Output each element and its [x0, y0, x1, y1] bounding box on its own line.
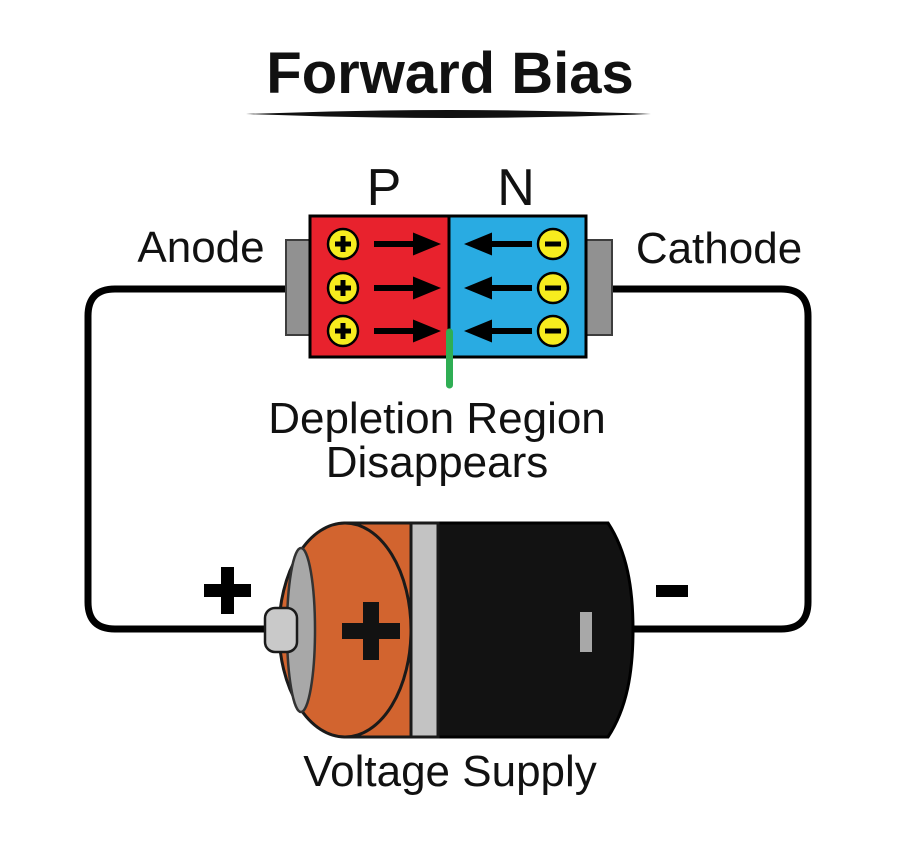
- circuit-wires: [84, 285, 812, 633]
- hole-carrier-row: [326, 271, 441, 305]
- depletion-note-line1: Depletion Region: [268, 394, 606, 443]
- cathode-label: Cathode: [636, 224, 802, 273]
- page-title: Forward Bias: [266, 41, 633, 106]
- depletion-note-line2: Disappears: [326, 438, 549, 487]
- diode-assembly: [285, 214, 613, 389]
- anode-wire: [84, 285, 288, 633]
- hole-carrier-row: [326, 227, 441, 261]
- cathode-wire: [610, 285, 812, 633]
- battery-caption: Voltage Supply: [303, 747, 597, 796]
- title-underline: [246, 110, 651, 118]
- n-region-label: N: [497, 159, 535, 217]
- electron-carrier-row: [464, 271, 570, 305]
- battery-negative-body: [435, 521, 635, 739]
- electron-carrier-row: [464, 314, 570, 348]
- cathode-electrode: [584, 239, 613, 336]
- electron-carrier-row: [464, 227, 570, 261]
- battery-minus-icon: [580, 612, 592, 652]
- hole-carrier-row: [326, 314, 441, 348]
- p-carriers-and-arrows: [326, 227, 441, 348]
- p-region-label: P: [367, 159, 402, 217]
- anode-electrode: [285, 239, 313, 336]
- circuit-negative-sign: [656, 585, 688, 597]
- battery-plus-icon: [342, 602, 400, 660]
- anode-label: Anode: [137, 223, 264, 272]
- n-carriers-and-arrows: [464, 227, 570, 348]
- circuit-positive-sign: [204, 567, 251, 614]
- battery-positive-nub: [263, 606, 299, 654]
- battery: [263, 521, 635, 739]
